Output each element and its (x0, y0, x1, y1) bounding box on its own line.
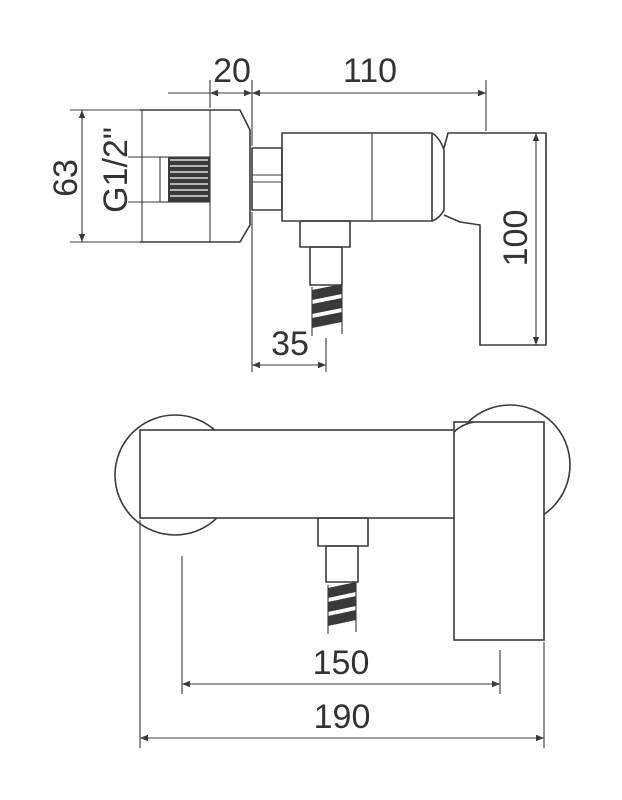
front-view (114, 404, 571, 748)
dim-190-label: 190 (314, 698, 371, 736)
lever-handle-front (453, 421, 545, 641)
hex-nut (251, 147, 283, 211)
mixer-body (281, 132, 433, 222)
dim-100-label: 100 (497, 210, 535, 267)
side-view (70, 80, 547, 372)
outlet-thread (311, 284, 343, 336)
dim-110-label: 110 (343, 52, 397, 90)
shower-outlet-front (317, 517, 369, 547)
dim-63-label: 63 (47, 159, 85, 197)
wall-flange (140, 109, 251, 243)
dim-150-label: 150 (313, 644, 370, 682)
thread-hatch (168, 157, 210, 202)
lever-handle (443, 132, 547, 346)
dim-20-label: 20 (213, 52, 251, 90)
outlet-thread-front (327, 582, 357, 634)
shower-outlet (299, 220, 351, 248)
mixer-body-front (139, 429, 456, 519)
dim-35-label: 35 (271, 325, 309, 363)
dim-thread-label: G1/2" (97, 127, 135, 213)
